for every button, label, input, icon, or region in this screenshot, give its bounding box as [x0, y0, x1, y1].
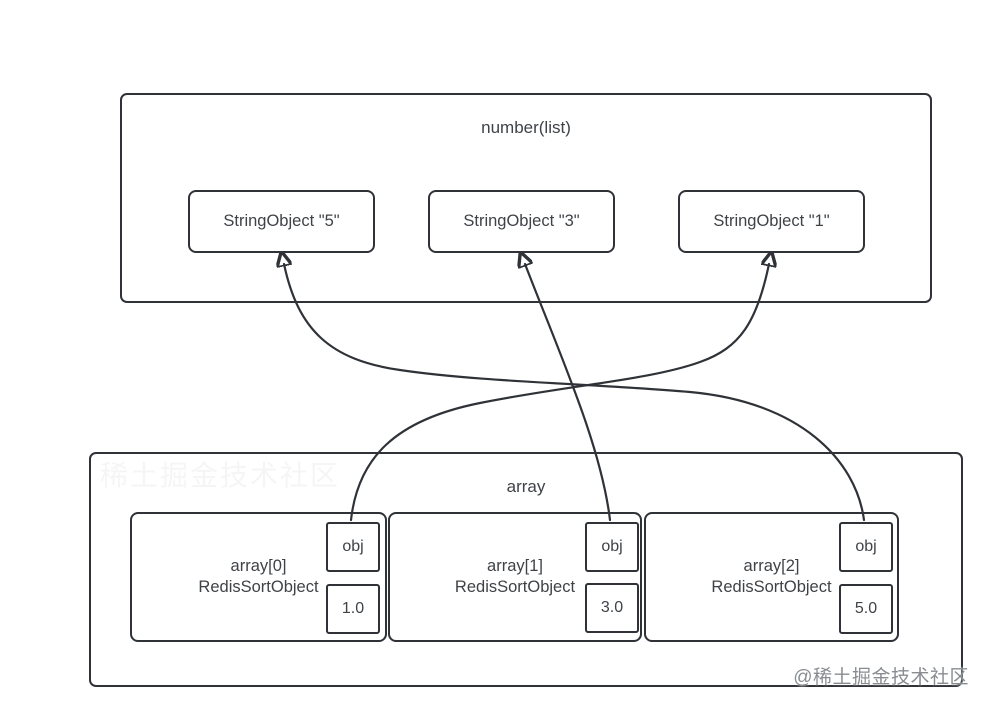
- array-item-1-label: array[1] RedisSortObject: [390, 514, 640, 640]
- array-item-1-score-cell: 3.0: [585, 583, 639, 633]
- array-item-0-label: array[0] RedisSortObject: [132, 514, 385, 640]
- array-item-2-score: 5.0: [854, 600, 878, 617]
- string-object-1-box: StringObject "1": [678, 190, 865, 253]
- array-item-0-obj-cell: obj: [326, 522, 380, 572]
- number-list-group-title: number(list): [481, 118, 571, 137]
- string-object-1-label: StringObject "1": [713, 212, 830, 230]
- array-item-0-score-cell: 1.0: [326, 584, 380, 634]
- array-item-0: array[0] RedisSortObject obj 1.0: [130, 512, 387, 642]
- array-item-1-obj-cell: obj: [585, 522, 639, 572]
- array-item-1-score: 3.0: [600, 599, 624, 616]
- string-object-3-box: StringObject "3": [428, 190, 615, 253]
- array-item-2-type: RedisSortObject: [711, 578, 832, 596]
- array-item-1-index: array[1]: [487, 557, 543, 575]
- array-item-1-type: RedisSortObject: [454, 578, 576, 596]
- array-item-2-score-cell: 5.0: [839, 584, 893, 634]
- array-item-0-index: array[0]: [230, 557, 287, 575]
- site-watermark: @稀土掘金技术社区: [793, 667, 969, 688]
- array-item-1: array[1] RedisSortObject obj 3.0: [388, 512, 642, 642]
- string-object-3-label: StringObject "3": [463, 212, 580, 230]
- string-object-5-label: StringObject "5": [223, 212, 340, 230]
- string-object-5-box: StringObject "5": [188, 190, 375, 253]
- array-item-2-obj-label: obj: [855, 538, 877, 555]
- array-item-1-obj-label: obj: [601, 538, 623, 555]
- array-item-2-obj-cell: obj: [839, 522, 893, 572]
- array-item-0-obj-label: obj: [342, 538, 364, 555]
- ghost-watermark: 稀土掘金技术社区: [100, 460, 341, 491]
- array-item-2-label: array[2] RedisSortObject: [646, 514, 897, 640]
- array-item-2-index: array[2]: [743, 557, 800, 575]
- array-item-2: array[2] RedisSortObject obj 5.0: [644, 512, 899, 642]
- array-item-0-score: 1.0: [341, 600, 365, 617]
- array-item-0-type: RedisSortObject: [198, 578, 319, 596]
